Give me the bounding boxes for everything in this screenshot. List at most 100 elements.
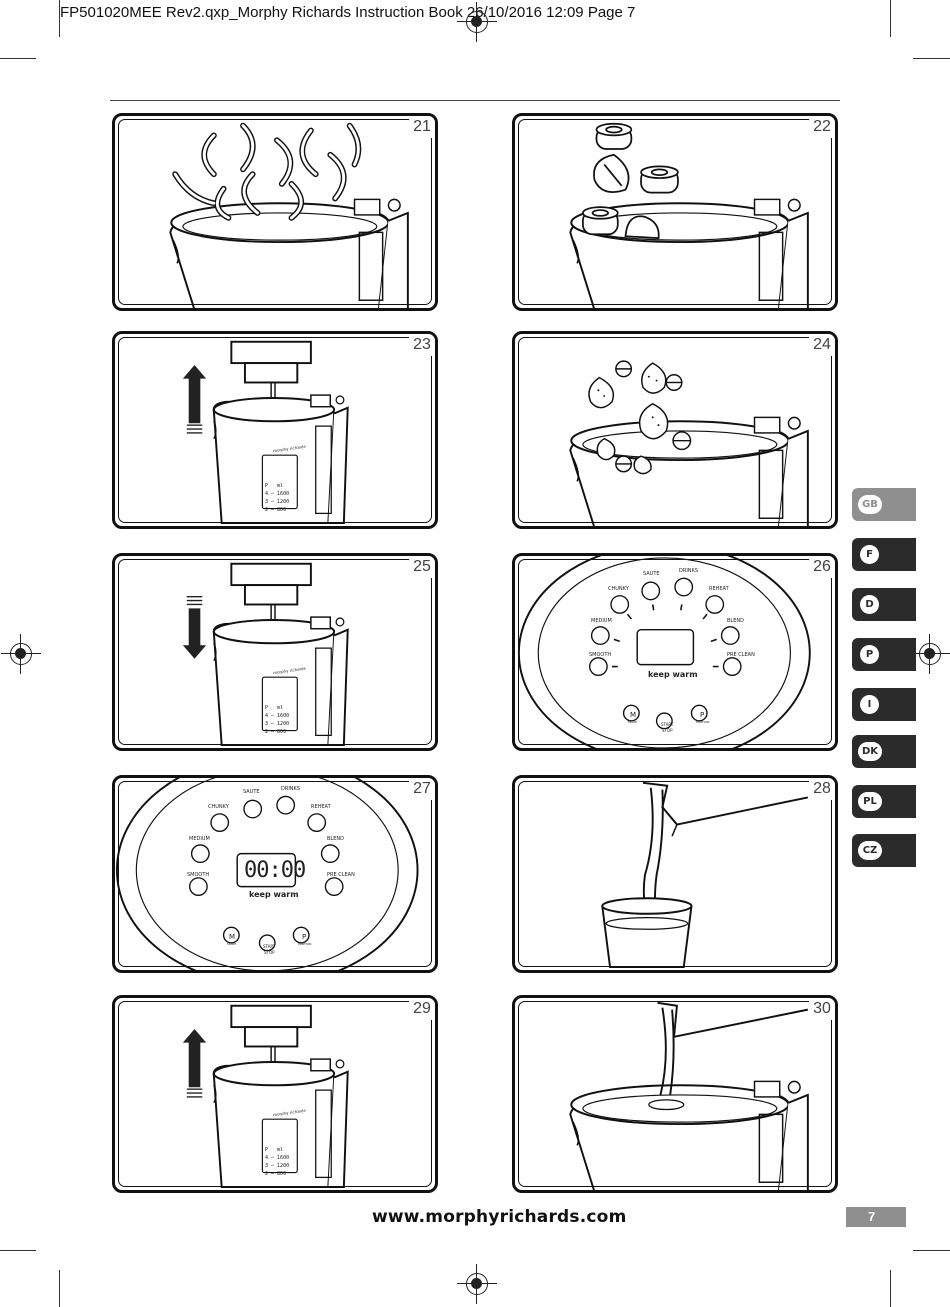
lid-lift-up-illustration <box>182 1004 349 1189</box>
figure-number: 26 <box>809 556 835 578</box>
stop-label: STOP <box>264 950 275 955</box>
reheat-label: REHEAT <box>709 586 729 592</box>
arrow-down-icon <box>182 608 207 659</box>
crop-mark <box>913 58 950 59</box>
figure-number: 22 <box>809 116 835 138</box>
language-tab-f[interactable]: F <box>852 538 916 571</box>
crop-mark <box>913 1250 950 1251</box>
blend-label: BLEND <box>327 836 344 842</box>
language-code: P <box>860 645 879 664</box>
portion-button-label: PORTION <box>696 720 710 724</box>
website-url[interactable]: www.morphyrichards.com <box>372 1207 627 1227</box>
registration-mark-right <box>910 634 950 674</box>
crop-mark <box>890 0 891 37</box>
jug-capacity-scale: P ml 4 — 1600 3 — 1200 2 — 800 <box>265 483 290 513</box>
registration-mark-top <box>457 2 497 42</box>
start-label: START <box>661 722 674 727</box>
figure-29: 29 morphy richards P ml 4 — 1600 3 — 120… <box>112 995 438 1193</box>
control-panel-illustration <box>517 556 811 748</box>
control-panel-labels: SAUTE DRINKS CHUNKY REHEAT MEDIUM BLEND … <box>515 556 835 748</box>
control-panel-labels: 00:00 SAUTE DRINKS CHUNKY REHEAT MEDIUM … <box>115 778 435 970</box>
figure-25: 25 morphy richards P ml 4 — 1600 3 — 120… <box>112 553 438 751</box>
jug-capacity-scale: P ml 4 — 1600 3 — 1200 2 — 800 <box>265 1147 290 1177</box>
drinks-label: DRINKS <box>679 568 698 574</box>
print-slug: FP501020MEE Rev2.qxp_Morphy Richards Ins… <box>60 4 636 21</box>
jug-capacity-scale: P ml 4 — 1600 3 — 1200 2 — 800 <box>265 705 290 735</box>
figure-28: 28 <box>512 775 838 973</box>
crop-mark <box>59 0 60 37</box>
lid-lift-up-illustration <box>182 340 349 525</box>
control-panel-display-illustration <box>116 778 419 970</box>
crop-mark <box>0 58 36 59</box>
figure-30: 30 <box>512 995 838 1193</box>
language-tab-p[interactable]: P <box>852 638 916 671</box>
figure-24: 24 <box>512 331 838 529</box>
smooth-label: SMOOTH <box>187 872 210 878</box>
arrow-up-icon <box>182 365 207 424</box>
mode-button-letter: M <box>630 711 637 719</box>
language-tab-gb[interactable]: GB <box>852 488 916 521</box>
portion-button-letter: P <box>700 711 705 719</box>
figure-number: 27 <box>409 778 435 800</box>
display-readout: 00:00 <box>244 858 306 883</box>
language-code: DK <box>858 742 882 761</box>
jug-with-fruit-illustration <box>569 360 809 526</box>
crop-mark <box>59 1270 60 1307</box>
language-code: I <box>860 695 879 714</box>
language-code: PL <box>858 792 882 811</box>
start-label: START <box>263 944 276 949</box>
keep-warm-label: keep warm <box>249 890 299 899</box>
figure-27: 27 00:00 SAUTE DRINKS CHUNKY REHEAT MEDI… <box>112 775 438 973</box>
chunky-label: CHUNKY <box>208 804 229 810</box>
mode-button-letter: M <box>229 933 236 941</box>
figure-number: 25 <box>409 556 435 578</box>
language-code: CZ <box>858 841 882 860</box>
smooth-label: SMOOTH <box>589 652 612 658</box>
keep-warm-label: keep warm <box>648 670 698 679</box>
crop-mark <box>0 1250 36 1251</box>
arrow-up-icon <box>182 1029 207 1088</box>
language-code: D <box>860 595 879 614</box>
language-tab-d[interactable]: D <box>852 588 916 621</box>
figure-22: 22 <box>512 113 838 311</box>
figure-number: 24 <box>809 334 835 356</box>
portion-button-letter: P <box>302 933 307 941</box>
crop-mark <box>890 1270 891 1307</box>
figure-number: 29 <box>409 998 435 1020</box>
figure-number: 23 <box>409 334 435 356</box>
saute-label: SAUTE <box>643 571 660 577</box>
language-tab-dk[interactable]: DK <box>852 735 916 768</box>
pour-into-glass-illustration <box>601 781 809 969</box>
medium-label: MEDIUM <box>189 836 210 842</box>
stop-label: STOP <box>662 728 673 733</box>
jug-with-chopped-vegetables-illustration <box>569 122 809 308</box>
pre-clean-label: PRE CLEAN <box>327 872 355 878</box>
figure-23: 23 morphy richards P ml 4 — 1600 3 — 120… <box>112 331 438 529</box>
language-tab-pl[interactable]: PL <box>852 785 916 818</box>
language-code: F <box>860 545 879 564</box>
figure-number: 28 <box>809 778 835 800</box>
lid-lower-down-illustration <box>182 562 349 747</box>
chunky-label: CHUNKY <box>608 586 629 592</box>
jug-with-sliced-vegetables-illustration <box>169 122 409 308</box>
top-rule <box>110 100 840 101</box>
medium-label: MEDIUM <box>591 618 612 624</box>
drinks-label: DRINKS <box>281 786 300 792</box>
language-code: GB <box>858 495 882 514</box>
figure-21: 21 <box>112 113 438 311</box>
blend-label: BLEND <box>727 618 744 624</box>
portion-button-label: PORTION <box>298 942 312 946</box>
mode-button-label: MODE <box>227 942 237 946</box>
figure-number: 21 <box>409 116 435 138</box>
saute-label: SAUTE <box>243 789 260 795</box>
registration-mark-left <box>1 634 41 674</box>
pre-clean-label: PRE CLEAN <box>727 652 755 658</box>
registration-mark-bottom <box>457 1264 497 1304</box>
language-tab-cz[interactable]: CZ <box>852 834 916 867</box>
language-tab-i[interactable]: I <box>852 688 916 721</box>
page-number: 7 <box>846 1207 906 1227</box>
mode-button-label: MODE <box>628 720 638 724</box>
figure-number: 30 <box>809 998 835 1020</box>
reheat-label: REHEAT <box>311 804 331 810</box>
pour-into-jug-illustration <box>569 1001 809 1190</box>
